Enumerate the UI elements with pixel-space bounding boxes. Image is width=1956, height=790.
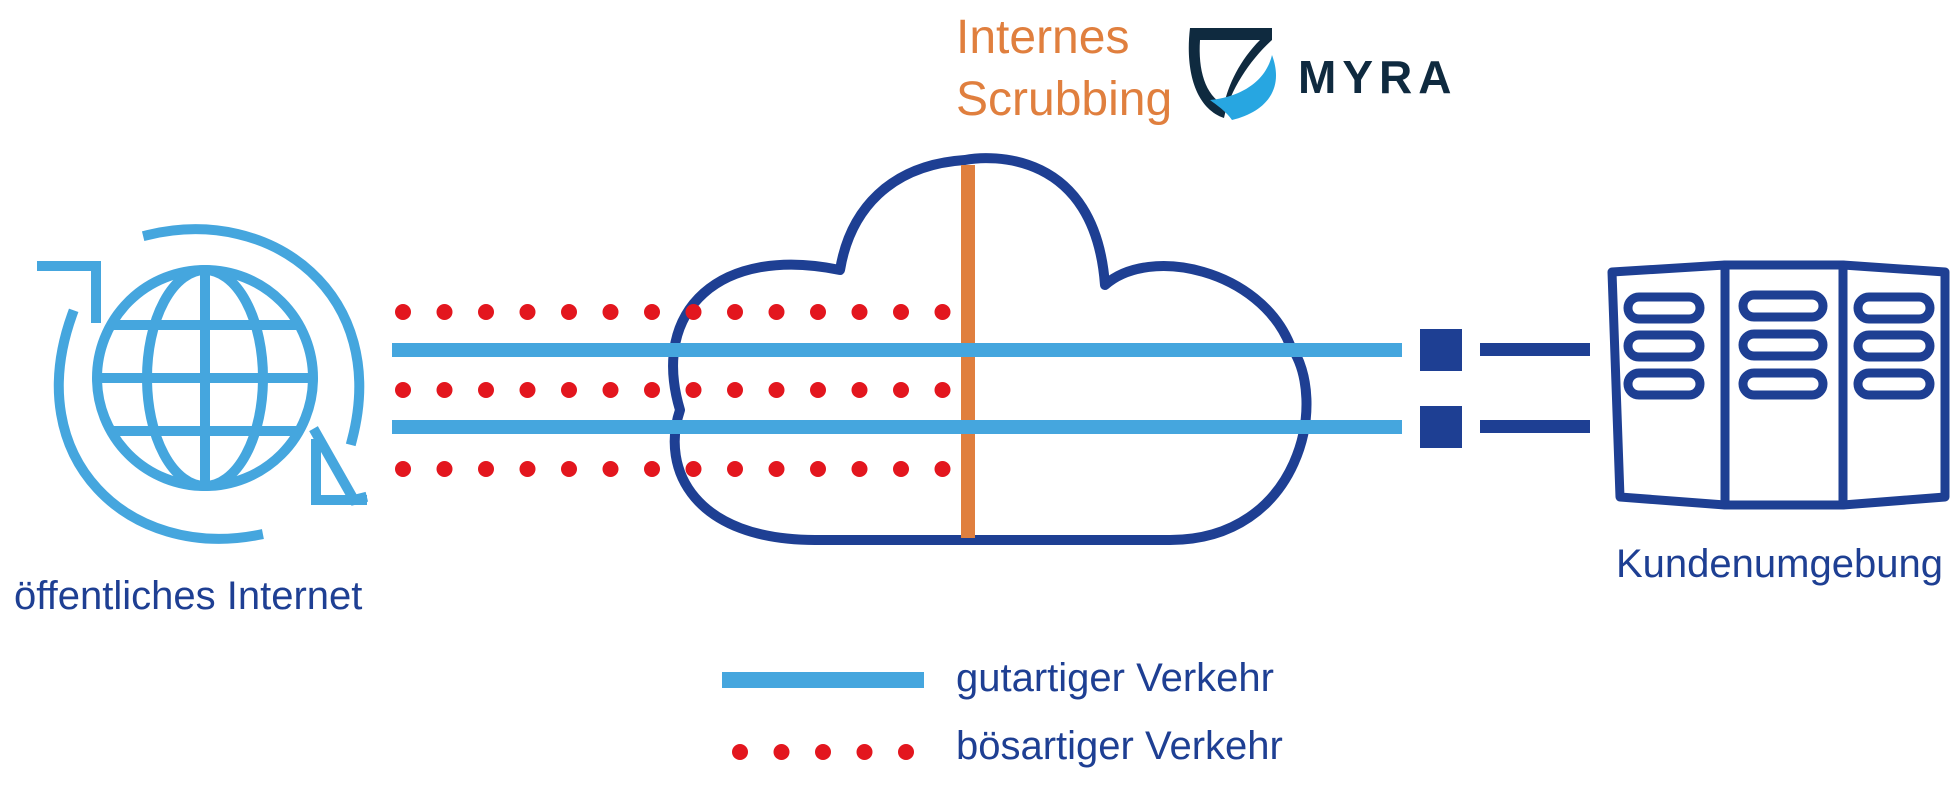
malicious-dot — [810, 382, 826, 398]
malicious-dot — [436, 461, 453, 477]
malicious-dot — [768, 382, 785, 398]
malicious-traffic-dots — [395, 304, 951, 477]
malicious-dot — [727, 382, 743, 398]
malicious-dot — [934, 382, 951, 398]
malicious-dot — [768, 304, 785, 320]
malicious-dot — [893, 304, 909, 320]
shield-logo-icon — [1188, 28, 1277, 120]
malicious-dot — [478, 304, 494, 320]
malicious-dot — [727, 461, 743, 477]
legend-malicious-dot — [732, 744, 748, 760]
malicious-dot — [727, 304, 743, 320]
malicious-dot — [851, 304, 868, 320]
malicious-dot — [602, 382, 619, 398]
malicious-dot — [810, 304, 826, 320]
malicious-dot — [934, 461, 951, 477]
malicious-dot — [561, 461, 577, 477]
legend-malicious-dot — [856, 744, 873, 760]
legend-malicious-dots — [732, 744, 914, 760]
malicious-dot — [893, 382, 909, 398]
malicious-dot — [644, 461, 660, 477]
malicious-dot — [519, 382, 536, 398]
globe-icon — [92, 265, 318, 491]
malicious-dot — [768, 461, 785, 477]
malicious-dot — [395, 461, 411, 477]
malicious-dot — [851, 461, 868, 477]
malicious-dot — [395, 304, 411, 320]
left-label: öffentliches Internet — [14, 574, 363, 618]
malicious-dot — [810, 461, 826, 477]
malicious-dot — [685, 382, 702, 398]
refresh-arrows-icon — [37, 224, 369, 544]
malicious-dot — [436, 304, 453, 320]
legend-benign-label: gutartiger Verkehr — [956, 656, 1274, 700]
right-label: Kundenumgebung — [1616, 542, 1943, 586]
legend-malicious-label: bösartiger Verkehr — [956, 724, 1283, 768]
malicious-dot — [602, 304, 619, 320]
connector — [1420, 329, 1590, 448]
malicious-dot — [561, 304, 577, 320]
malicious-dot — [934, 304, 951, 320]
malicious-dot — [478, 382, 494, 398]
malicious-dot — [685, 461, 702, 477]
title-line-2: Scrubbing — [956, 73, 1173, 126]
legend-malicious-dot — [815, 744, 831, 760]
malicious-dot — [436, 382, 453, 398]
legend-malicious-dot — [773, 744, 790, 760]
legend-malicious-dot — [898, 744, 914, 760]
malicious-dot — [519, 304, 536, 320]
title-line-1: Internes — [956, 11, 1130, 64]
malicious-dot — [685, 304, 702, 320]
malicious-dot — [519, 461, 536, 477]
malicious-dot — [478, 461, 494, 477]
malicious-dot — [851, 382, 868, 398]
server-rack-icon — [1607, 260, 1950, 510]
malicious-dot — [561, 382, 577, 398]
malicious-dot — [602, 461, 619, 477]
malicious-dot — [644, 382, 660, 398]
malicious-dot — [395, 382, 411, 398]
malicious-dot — [893, 461, 909, 477]
cloud-icon — [668, 153, 1312, 545]
malicious-dot — [644, 304, 660, 320]
logo-text: MYRA — [1298, 51, 1458, 103]
